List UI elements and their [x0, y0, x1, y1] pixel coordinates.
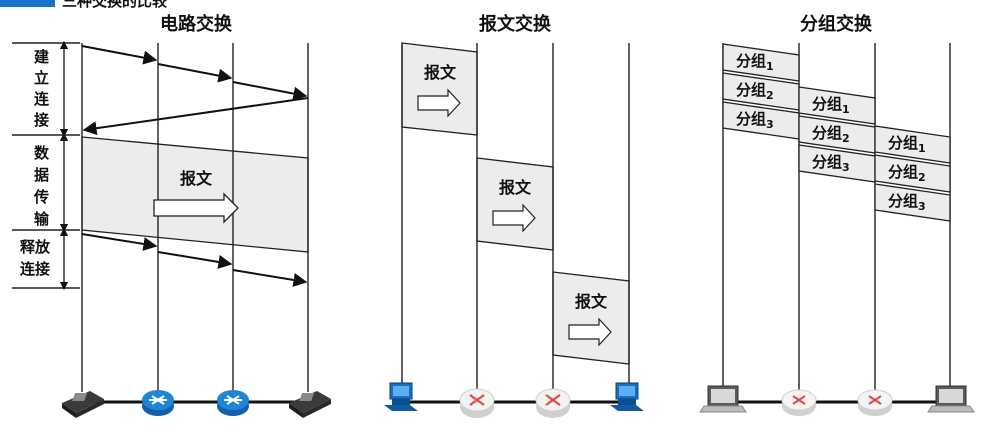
computer-icon	[610, 382, 644, 411]
phase-setup-char-4: 接	[34, 111, 49, 129]
phase-setup-char-3: 连	[34, 90, 50, 108]
switch-icon	[217, 390, 249, 416]
circuit-switching-panel: 建 立 连 接 数 据 传 输 释放 连接 报文	[12, 40, 331, 418]
message-block-3	[552, 271, 630, 365]
circuit-data-band	[81, 136, 309, 253]
message-arrow-icon	[153, 192, 239, 224]
message-block-2	[476, 157, 554, 251]
packet-1-hop-1	[722, 43, 800, 82]
packet-label: 分组1	[812, 95, 850, 116]
router-icon	[535, 388, 571, 418]
packet-label: 分组1	[888, 134, 926, 155]
router-icon	[459, 388, 495, 418]
phase-setup-label: 建 立 连 接	[34, 48, 54, 129]
packet-label: 分组2	[812, 124, 850, 145]
header-accent-bar	[0, 0, 55, 7]
packet-2-hop-3	[874, 154, 951, 193]
packet-3-hop-2	[798, 144, 876, 183]
phase-setup-char-1: 建	[34, 48, 50, 66]
message-arrow-icon	[492, 203, 536, 233]
router-icon	[857, 389, 893, 416]
message-arrow-icon	[568, 317, 612, 347]
phone-icon	[289, 391, 331, 418]
packet-3-hop-3	[874, 183, 951, 222]
packet-1-hop-2	[798, 86, 876, 125]
message-label-3: 报文	[575, 292, 608, 311]
phase-transfer-label: 数 据 传 输	[33, 144, 54, 228]
laptop-icon	[927, 385, 975, 413]
packet-label: 分组2	[736, 81, 774, 102]
phase-release-label: 释放 连接	[20, 238, 55, 278]
switch-icon	[142, 390, 174, 416]
packet-label: 分组2	[888, 163, 926, 184]
computer-icon	[384, 382, 418, 411]
circuit-switching-title: 电路交换	[160, 13, 233, 35]
packet-label-text: 分组	[736, 52, 766, 70]
top-left-title-fragment: 三种交换的比较	[62, 0, 167, 10]
packet-label: 分组1	[736, 52, 774, 73]
message-label-1: 报文	[424, 63, 457, 82]
phase-setup-char-2: 立	[34, 69, 49, 87]
message-switching-title: 报文交换	[479, 13, 552, 35]
message-block-1	[401, 42, 478, 136]
message-switching-panel: 报文 报文 报文	[384, 42, 644, 418]
packet-2-hop-2	[798, 115, 876, 154]
packet-switching-title: 分组交换	[800, 13, 873, 35]
circuit-message-label: 报文	[180, 169, 213, 188]
packet-label: 分组3	[812, 153, 850, 174]
message-label-2: 报文	[499, 178, 532, 197]
packet-label: 分组3	[888, 192, 926, 213]
laptop-icon	[699, 385, 747, 413]
packet-switching-panel: 分组1 分组2 分组3 分组1 分组2 分组3 分组1 分组2 分组3	[699, 43, 975, 416]
packet-1-hop-3	[874, 125, 951, 164]
message-arrow-icon	[417, 88, 461, 118]
router-icon	[781, 389, 817, 416]
packet-label-number: 1	[766, 60, 774, 73]
packet-label: 分组3	[736, 110, 774, 131]
phone-icon	[62, 391, 104, 418]
